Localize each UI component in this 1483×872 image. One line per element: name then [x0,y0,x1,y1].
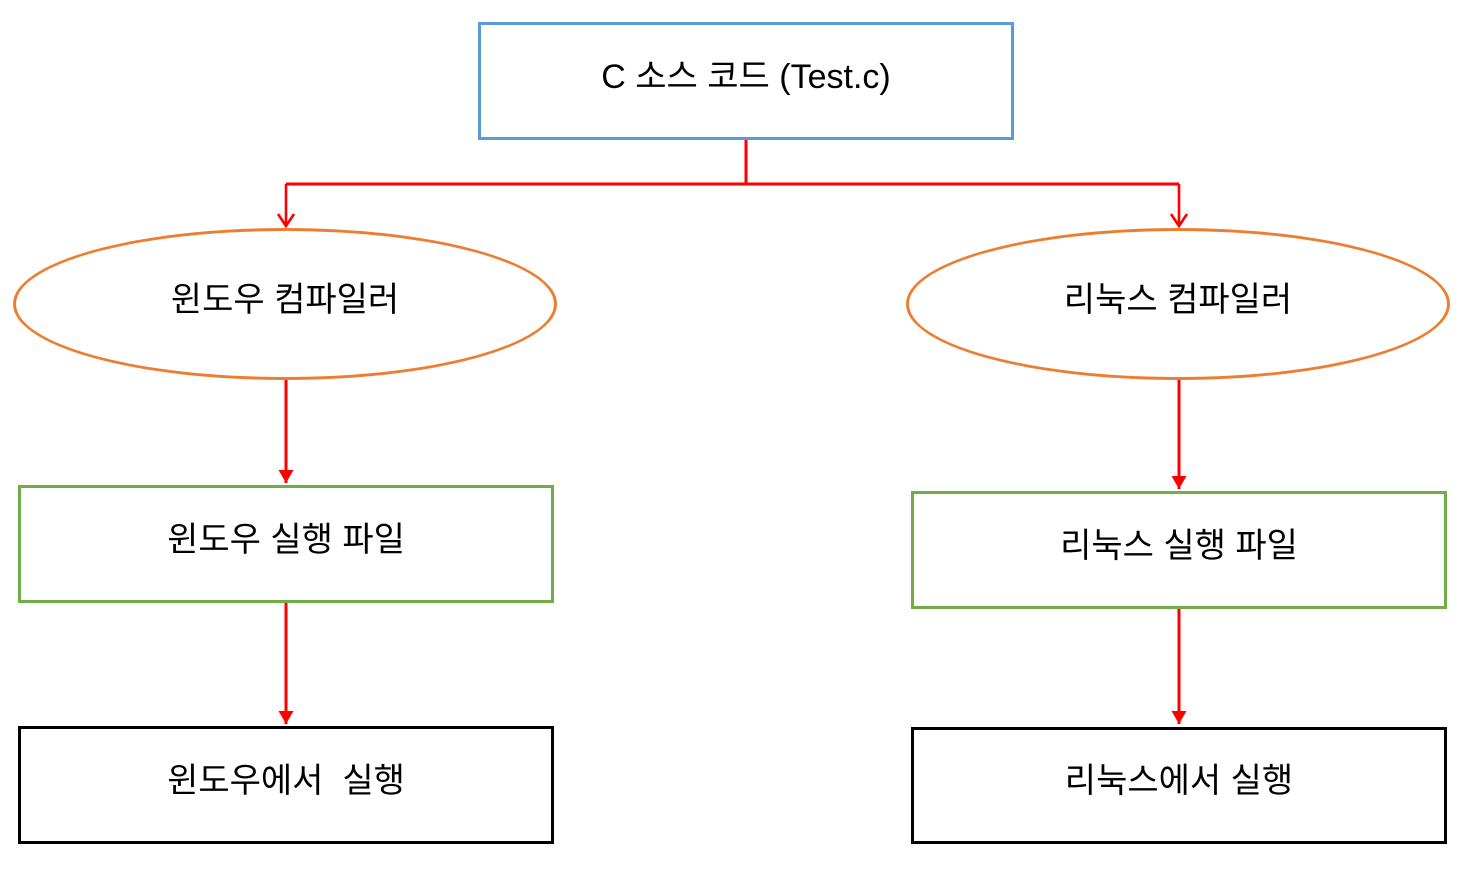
node-run-on-windows: 윈도우에서 실행 [18,726,554,844]
node-linux-compiler-label: 리눅스 컴파일러 [1063,280,1293,319]
node-linux-executable: 리눅스 실행 파일 [911,491,1447,609]
node-linux-compiler: 리눅스 컴파일러 [906,228,1450,380]
node-linux-executable-label: 리눅스 실행 파일 [1060,526,1298,565]
node-windows-executable-label: 윈도우 실행 파일 [167,520,405,559]
node-windows-executable: 윈도우 실행 파일 [18,485,554,603]
connector-source-split [286,139,1179,186]
node-c-source-code: C 소스 코드 (Test.c) [478,22,1014,140]
node-windows-compiler-label: 윈도우 컴파일러 [170,280,400,319]
node-run-on-windows-label: 윈도우에서 실행 [167,761,405,800]
node-run-on-linux-label: 리눅스에서 실행 [1064,762,1294,801]
node-windows-compiler: 윈도우 컴파일러 [13,228,557,380]
node-run-on-linux: 리눅스에서 실행 [911,727,1447,844]
node-c-source-code-label: C 소스 코드 (Test.c) [601,57,891,96]
